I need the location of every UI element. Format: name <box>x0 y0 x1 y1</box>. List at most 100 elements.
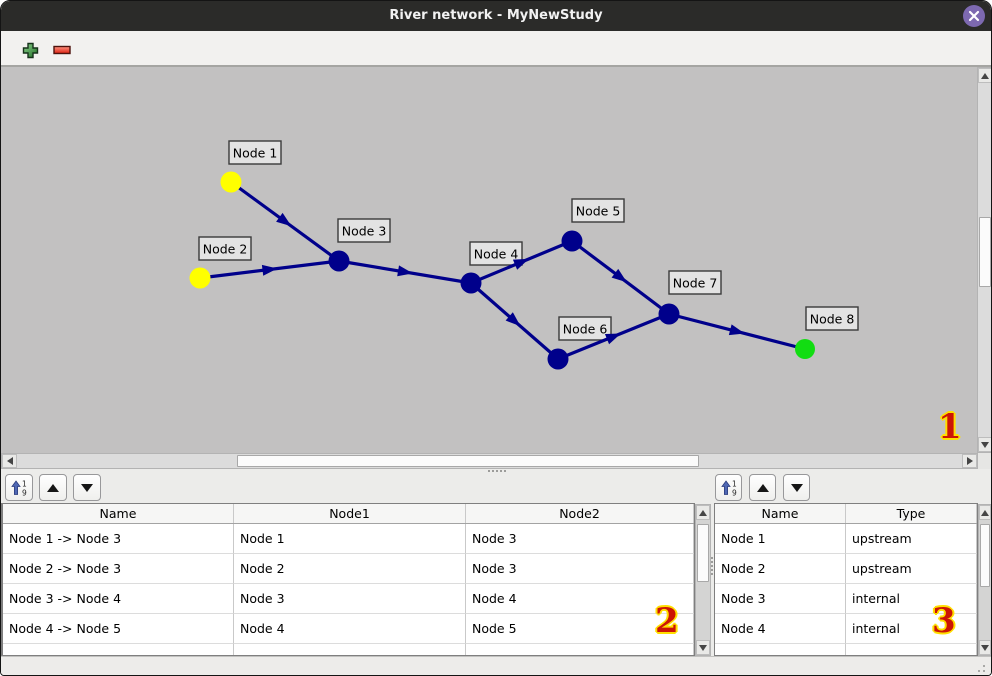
node-label: Node 2 <box>203 242 248 257</box>
scroll-left-button[interactable] <box>2 454 17 468</box>
table-cell[interactable]: upstream <box>846 524 977 554</box>
vertical-scroll-thumb[interactable] <box>980 524 990 587</box>
node-move-down-button[interactable] <box>783 474 810 501</box>
canvas-vertical-scrollbar[interactable] <box>977 67 991 453</box>
table-cell[interactable]: Node 4 <box>234 614 466 644</box>
table-cell[interactable]: Node 3 <box>466 524 694 554</box>
scroll-right-button[interactable] <box>962 454 977 468</box>
network-node-n7[interactable] <box>658 303 680 325</box>
close-button[interactable] <box>963 5 985 27</box>
table-cell[interactable]: upstream <box>846 554 977 584</box>
scrollbar-corner <box>977 453 991 469</box>
network-node-n3[interactable] <box>328 250 350 272</box>
table-cell[interactable]: Node 2 -> Node 3 <box>3 554 234 584</box>
vertical-scroll-thumb[interactable] <box>697 524 709 582</box>
scroll-down-button[interactable] <box>696 640 710 655</box>
network-node-n8[interactable] <box>795 339 815 359</box>
column-header[interactable]: Name <box>3 504 234 523</box>
table-cell[interactable]: Node 3 <box>715 584 846 614</box>
table-cell[interactable]: Node 5 <box>466 614 694 644</box>
table-cell[interactable]: Node 1 <box>234 524 466 554</box>
edge-arrow-icon <box>728 324 745 336</box>
network-node-n5[interactable] <box>561 230 583 252</box>
vertical-splitter-handle[interactable] <box>711 557 713 559</box>
vertical-scroll-thumb[interactable] <box>979 217 991 287</box>
edge-arrow-icon <box>512 258 529 270</box>
table-cell[interactable]: Node 1 <box>715 524 846 554</box>
canvas-horizontal-scrollbar[interactable] <box>1 453 977 469</box>
table-cell[interactable]: Node 4 <box>466 584 694 614</box>
table-cell[interactable] <box>846 644 977 655</box>
reach-sort-button[interactable]: 1 9 <box>5 474 33 501</box>
network-node-n2[interactable] <box>189 267 211 289</box>
scroll-up-button[interactable] <box>696 505 710 520</box>
svg-text:9: 9 <box>732 488 737 497</box>
scroll-up-button[interactable] <box>979 505 991 520</box>
scroll-down-button[interactable] <box>979 640 991 655</box>
table-row[interactable] <box>715 644 977 655</box>
network-node-n1[interactable] <box>220 171 242 193</box>
node-label: Node 6 <box>563 322 608 337</box>
add-button[interactable] <box>21 41 39 59</box>
column-header[interactable]: Type <box>846 504 977 523</box>
scroll-down-button[interactable] <box>978 437 991 452</box>
edge-arrow-icon <box>397 265 413 277</box>
column-header[interactable]: Node2 <box>466 504 694 523</box>
node-label-box <box>337 218 391 243</box>
table-cell[interactable]: Node 4 <box>715 614 846 644</box>
arrow-down-icon <box>981 441 989 448</box>
svg-text:1: 1 <box>732 479 737 488</box>
table-cell[interactable] <box>715 644 846 655</box>
table-cell[interactable]: Node 2 <box>715 554 846 584</box>
table-cell[interactable] <box>3 644 234 655</box>
node-table-scrollbar[interactable] <box>978 504 991 656</box>
node-sort-button[interactable]: 1 9 <box>715 474 742 501</box>
column-header[interactable]: Node1 <box>234 504 466 523</box>
table-cell[interactable]: Node 4 -> Node 5 <box>3 614 234 644</box>
arrow-right-icon <box>966 457 973 465</box>
sort-ascending-icon: 1 9 <box>720 479 737 497</box>
horizontal-scroll-thumb[interactable] <box>237 455 699 467</box>
table-cell[interactable] <box>466 644 694 655</box>
remove-button[interactable] <box>53 41 71 59</box>
network-node-n6[interactable] <box>547 348 569 370</box>
table-cell[interactable]: internal <box>846 584 977 614</box>
network-node-n4[interactable] <box>460 272 482 294</box>
horizontal-splitter-handle[interactable] <box>488 470 490 472</box>
node-label: Node 4 <box>474 247 519 262</box>
close-x-icon <box>968 10 980 22</box>
column-header[interactable]: Name <box>715 504 846 523</box>
node-move-up-button[interactable] <box>749 474 776 501</box>
resize-grip[interactable] <box>983 670 985 672</box>
table-cell[interactable]: Node 3 <box>234 584 466 614</box>
table-cell[interactable]: Node 3 <box>466 554 694 584</box>
scroll-up-button[interactable] <box>978 68 991 83</box>
reach-move-up-button[interactable] <box>39 474 67 501</box>
table-cell[interactable]: Node 3 -> Node 4 <box>3 584 234 614</box>
node-label-box <box>469 241 523 266</box>
reach-move-down-button[interactable] <box>73 474 101 501</box>
table-row[interactable] <box>3 644 694 655</box>
svg-text:1: 1 <box>22 479 27 488</box>
table-cell[interactable]: Node 1 -> Node 3 <box>3 524 234 554</box>
table-cell[interactable]: Node 2 <box>234 554 466 584</box>
move-up-icon <box>756 483 769 492</box>
move-down-icon <box>81 483 93 492</box>
title-bar[interactable]: River network - MyNewStudy <box>1 1 991 31</box>
reach-table-scrollbar[interactable] <box>695 504 711 656</box>
table-cell[interactable]: internal <box>846 614 977 644</box>
table-cell[interactable] <box>234 644 466 655</box>
move-down-icon <box>790 483 803 492</box>
